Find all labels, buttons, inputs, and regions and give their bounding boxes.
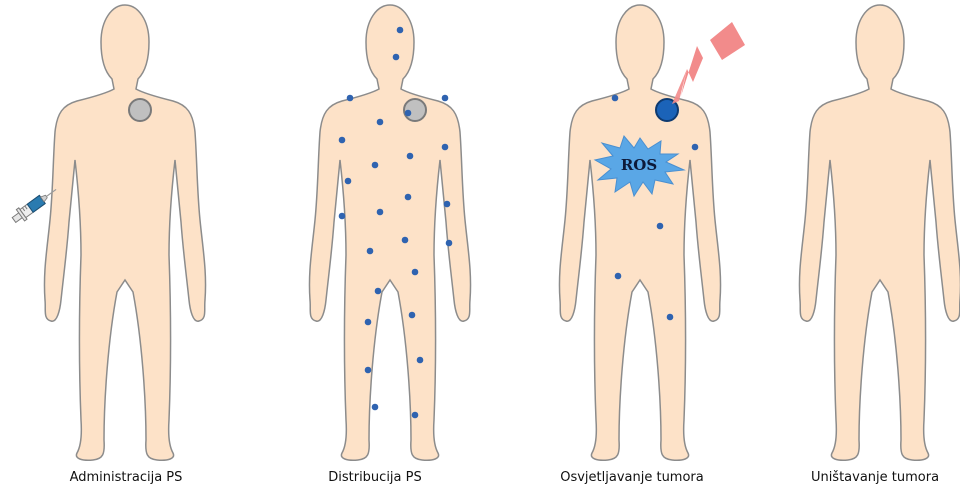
figure-destruction <box>799 5 960 460</box>
figure-administration <box>44 5 205 460</box>
caption-distribution: Distribucija PS <box>275 470 475 485</box>
light-beam-icon <box>672 22 745 104</box>
figure-distribution <box>309 5 470 460</box>
body-silhouette <box>799 5 960 460</box>
ros-label: ROS <box>621 156 657 174</box>
caption-administration: Administracija PS <box>26 470 226 485</box>
body-silhouette <box>44 5 205 460</box>
caption-destruction: Uništavanje tumora <box>775 470 960 485</box>
tumor-marker <box>129 99 151 121</box>
body-silhouette <box>309 5 470 460</box>
caption-illumination: Osvjetljavanje tumora <box>532 470 732 485</box>
